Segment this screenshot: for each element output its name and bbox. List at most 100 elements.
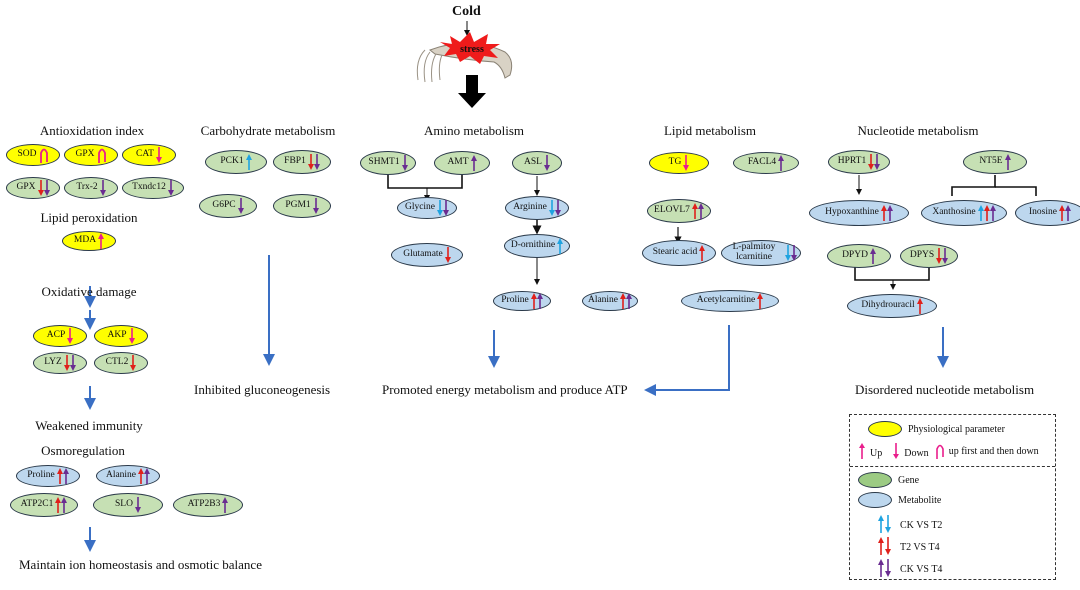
lipid-node-tg: TG [649,152,709,174]
regulation-arrows [880,205,893,221]
up-arrow-trend-icon [98,233,105,249]
down-arrow-t2t4-icon [63,355,70,371]
regulation-arrows [39,147,49,163]
lipid-peroxidation-node-mda: MDA [62,231,116,251]
up-then-down-icon [97,148,106,163]
regulation-arrows [785,245,797,261]
antioxidation-title: Antioxidation index [39,123,145,138]
amino-node-proline: Proline [493,291,551,311]
osmoregulation-node-alanine: Alanine [96,465,160,487]
legend-ckt4-row: CK VS T4 [878,559,942,580]
nucleotide-node-nt5e: NT5E [963,150,1027,174]
down-arrow-ckt4-icon [99,180,106,196]
regulation-arrows [55,497,68,513]
up-arrow-ckt4-icon [536,293,543,309]
down-arrow-ckt2-icon [437,200,444,216]
antioxidation-node-sod: SOD [6,144,60,166]
down-arrow-trend-icon [155,147,162,163]
node-label: FBP1 [284,156,306,167]
down-arrow-ckt4-icon [874,154,881,170]
metabolite-swatch [858,492,892,508]
regulation-arrows [1058,205,1071,221]
regulation-arrows [778,155,785,171]
physiological-swatch [868,421,902,437]
node-label: Glycine [404,202,436,213]
regulation-arrows [683,155,690,171]
up-arrow-ckt4-icon [144,468,151,484]
nucleotide-node-dihydrouracil: Dihydrouracil [847,294,937,318]
oxidative-damage-node-ctl2: CTL2 [94,352,148,374]
oxidative-damage-title: Oxidative damage [41,284,137,299]
regulation-arrows [98,233,105,249]
node-label: ATP2C1 [20,499,54,510]
node-label: SLO [115,499,133,510]
node-label: Xanthosine [932,207,976,218]
regulation-arrows [543,155,550,171]
up-then-down-icon [935,444,944,459]
antioxidation-node-gpx: GPX [64,144,118,166]
legend-metabolite: Metabolite [898,494,942,506]
nucleotide-node-dpyd: DPYD [827,244,891,268]
up-arrow-t2t4-icon [56,468,63,484]
nucleotide-outcome: Disordered nucleotide metabolism [855,382,1035,397]
main-stress-arrow [458,75,486,108]
node-label: AKP [107,330,127,341]
down-arrow-ckt4-icon [313,154,320,170]
nucleotide-node-hprt1: HPRT1 [828,150,890,174]
regulation-arrows [936,248,949,264]
down-arrow-t2t4-icon [307,154,314,170]
node-label: Proline [27,470,55,481]
carbohydrate-title: Carbohydrate metabolism [200,123,336,138]
weakened-immunity-title: Weakened immunity [35,418,143,433]
down-arrow-trend-icon [67,328,74,344]
osmotic-outcome: Maintain ion homeostasis and osmotic bal… [19,557,262,572]
regulation-arrows [977,205,996,221]
carbohydrate-node-pck1: PCK1 [205,150,267,174]
lipid-node-l-palmitoy-lcarnitine: L-palmitoy lcarnitine [721,240,801,266]
node-label: LYZ [44,357,62,368]
osmoregulation-node-slo: SLO [93,493,163,517]
down-arrow-ckt4-icon [237,198,244,214]
nucleotide-title: Nucleotide metabolism [857,123,979,138]
up-arrow-ckt4-icon [61,497,68,513]
amino-node-glycine: Glycine [397,197,457,219]
down-arrow-ckt4-icon [43,180,50,196]
up-arrow-ckt4-icon [989,205,996,221]
node-label: L-palmitoy lcarnitine [732,242,776,262]
node-label: ASL [524,157,542,168]
down-arrow-trend-icon [683,155,690,171]
regulation-arrows [167,180,174,196]
legend-up: Up [870,447,883,459]
up-arrow-ckt4-icon [697,203,704,219]
regulation-arrows [67,328,74,344]
node-label: Txndc12 [132,182,166,193]
node-label: Arginine [513,202,547,213]
node-label: G6PC [212,200,236,211]
up-arrow-t2t4-icon [880,205,887,221]
nucleotide-node-dpys: DPYS [900,244,958,268]
regulation-arrows [99,180,106,196]
nucleotide-node-inosine: Inosine [1015,200,1080,226]
node-label: Dihydrouracil [861,300,915,311]
ck-vs-t2-arrows-icon [878,515,892,536]
stress-label: stress [460,44,484,55]
legend-t2t4-row: T2 VS T4 [878,537,940,558]
antioxidation-node-cat: CAT [122,144,176,166]
amino-node-glutamate: Glutamate [391,243,463,267]
node-label: Acetylcarnitine [696,295,756,306]
regulation-arrows [401,155,408,171]
regulation-arrows [134,497,141,513]
nucleotide-node-hypoxanthine: Hypoxanthine [809,200,909,226]
node-label: Stearic acid [652,247,698,258]
regulation-arrows [470,155,477,171]
node-label: SHMT1 [368,157,400,168]
down-arrow-ckt4-icon [134,497,141,513]
carbohydrate-node-fbp1: FBP1 [273,150,331,174]
nucleotide-node-xanthosine: Xanthosine [921,200,1007,226]
regulation-arrows [312,198,319,214]
amino-node-shmt1: SHMT1 [360,151,416,175]
up-arrow-ckt2-icon [557,238,564,254]
carbohydrate-node-pgm1: PGM1 [273,194,331,218]
down-arrow-ckt4-icon [401,155,408,171]
